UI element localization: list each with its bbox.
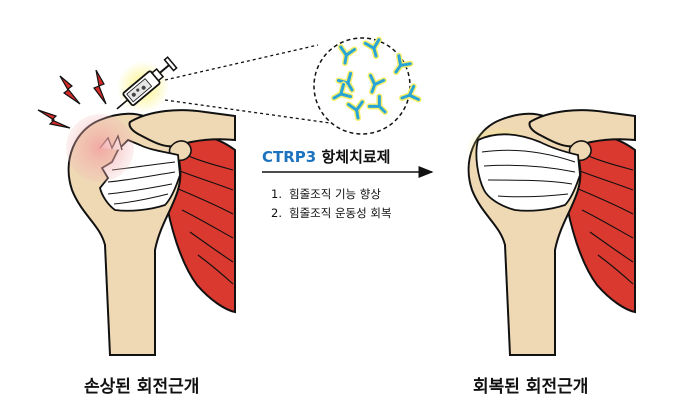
injured-caption: 손상된 회전근개 [84,377,200,397]
recovered-caption: 회복된 회전근개 [473,377,589,397]
step-number: 1. [271,187,282,201]
syringe-icon [116,56,178,110]
therapy-name: CTRP3 [262,148,317,166]
pain-icon [37,69,107,129]
antibody-zoom-circle [313,38,418,135]
injured-shoulder [37,56,236,356]
step-text: 힘줄조직 운동성 회복 [289,206,392,220]
therapy-type: 항체치료제 [321,148,391,166]
recovered-shoulder [466,109,636,356]
healed-tendon [475,133,581,212]
injury-glow [66,114,134,182]
step-text: 힘줄조직 기능 향상 [289,187,381,201]
therapy-step: 1. 힘줄조직 기능 향상 [271,186,381,202]
therapy-title: CTRP3 항체치료제 [262,146,390,167]
zoom-lines [164,44,331,124]
step-number: 2. [271,206,282,220]
therapy-step: 2. 힘줄조직 운동성 회복 [271,205,392,221]
